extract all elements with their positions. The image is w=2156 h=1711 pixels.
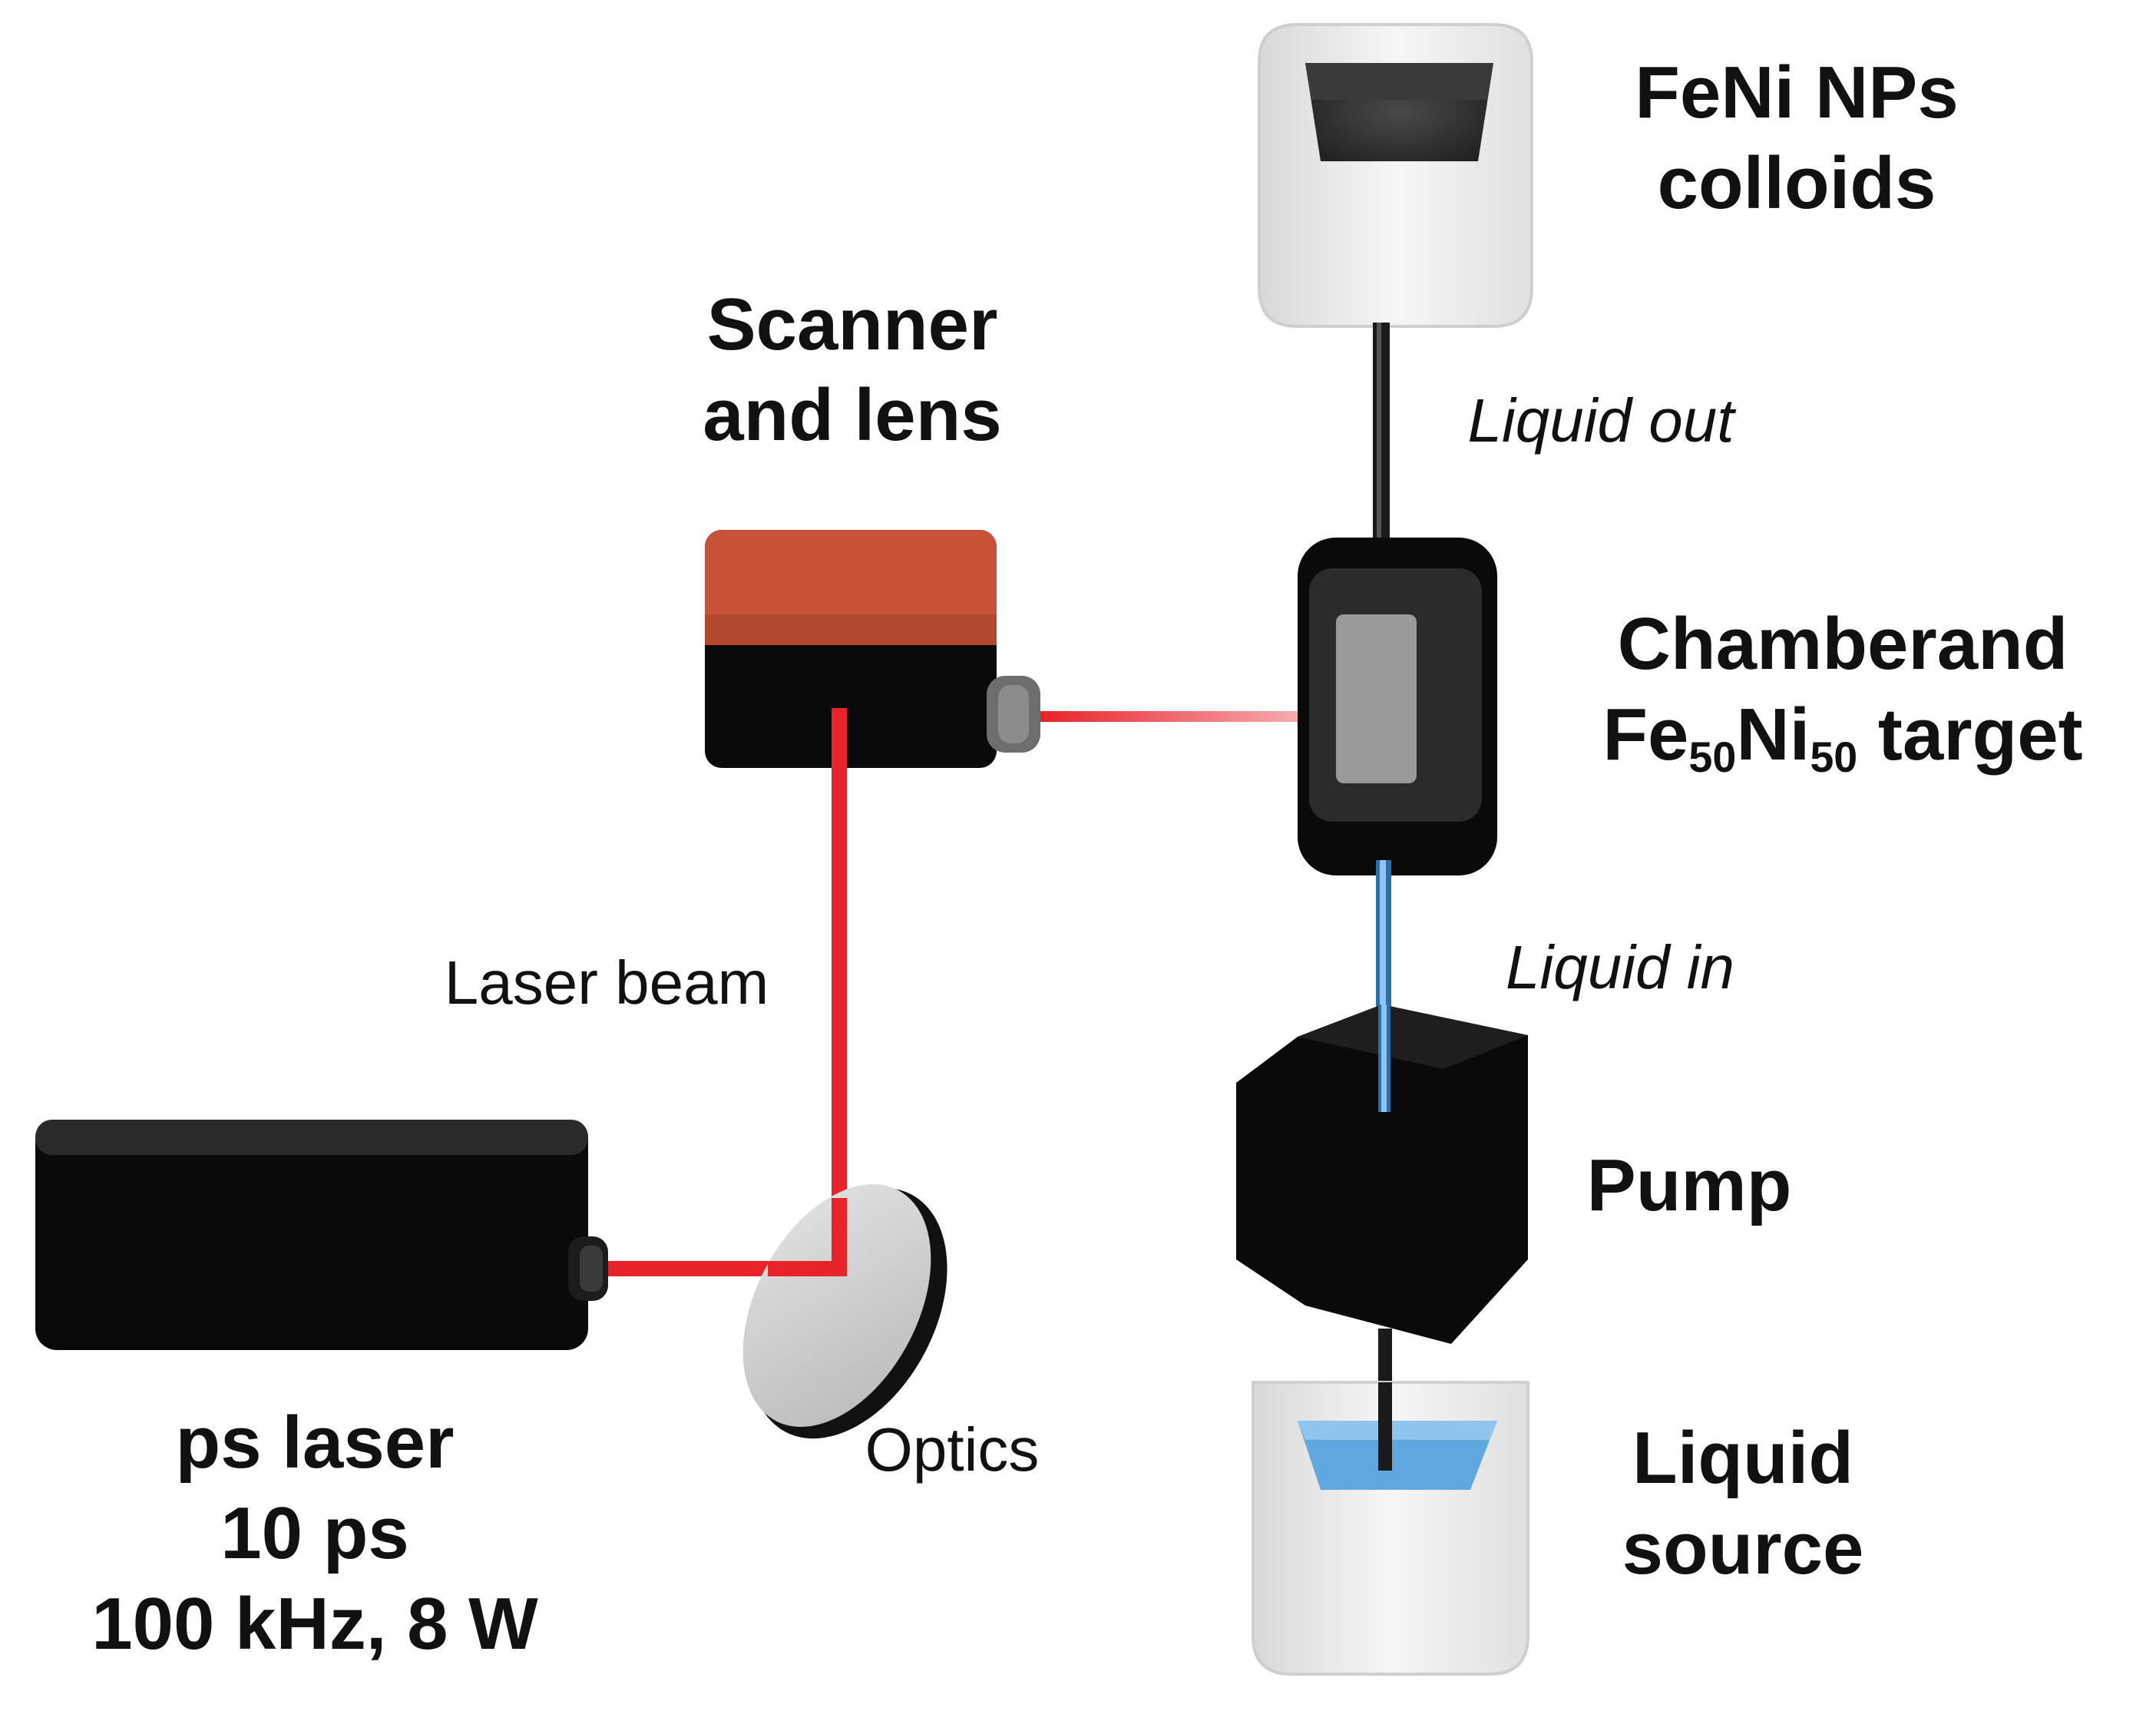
label-optics: Optics [865,1415,1040,1484]
label-scanner: Scanner and lens [637,280,1067,461]
label-chamber-line1: Chamberand [1617,603,2068,685]
ablation-chamber-icon [1298,538,1497,875]
fe50ni50-target [1336,614,1417,783]
label-ps-laser-line2: 10 ps [220,1492,409,1574]
label-liquid-source-line2: source [1622,1507,1864,1590]
label-liquid-source-line1: Liquid [1632,1417,1853,1499]
mirror-optics-icon [742,1184,947,1439]
label-ps-laser-line3: 100 kHz, 8 W [91,1583,538,1665]
scanner-head-icon [705,530,1040,768]
colloid-container-icon [1258,23,1533,328]
laser-beam-on-mirror [832,1198,847,1276]
laser-beam-on-mirror-h [768,1261,847,1276]
label-ps-laser: ps laser 10 ps 100 kHz, 8 W [31,1398,599,1670]
label-feni-colloids: FeNi NPs colloids [1582,48,2012,229]
label-liquid-out: Liquid out [1467,386,1734,455]
label-chamber-line2: Fe50Ni50 target [1602,693,2083,781]
label-ps-laser-line1: ps laser [175,1402,455,1484]
label-laser-beam: Laser beam [444,948,769,1017]
label-liquid-in: Liquid in [1505,933,1734,1001]
label-pump: Pump [1586,1144,1792,1226]
label-feni-colloids-line1: FeNi NPs [1635,51,1959,134]
pump-icon [1236,1004,1528,1344]
laser-beam-vertical [832,708,847,1269]
label-scanner-line1: Scanner [706,283,998,366]
scanner-beam-spot [832,708,847,769]
label-feni-colloids-line2: colloids [1657,142,1936,224]
label-chamber: Chamberand Fe50Ni50 target [1543,599,2142,790]
liquid-source-container-icon [1252,1381,1529,1676]
label-scanner-line2: and lens [703,374,1002,456]
laser-source-icon [35,1120,608,1350]
label-liquid-source: Liquid source [1559,1413,1927,1594]
